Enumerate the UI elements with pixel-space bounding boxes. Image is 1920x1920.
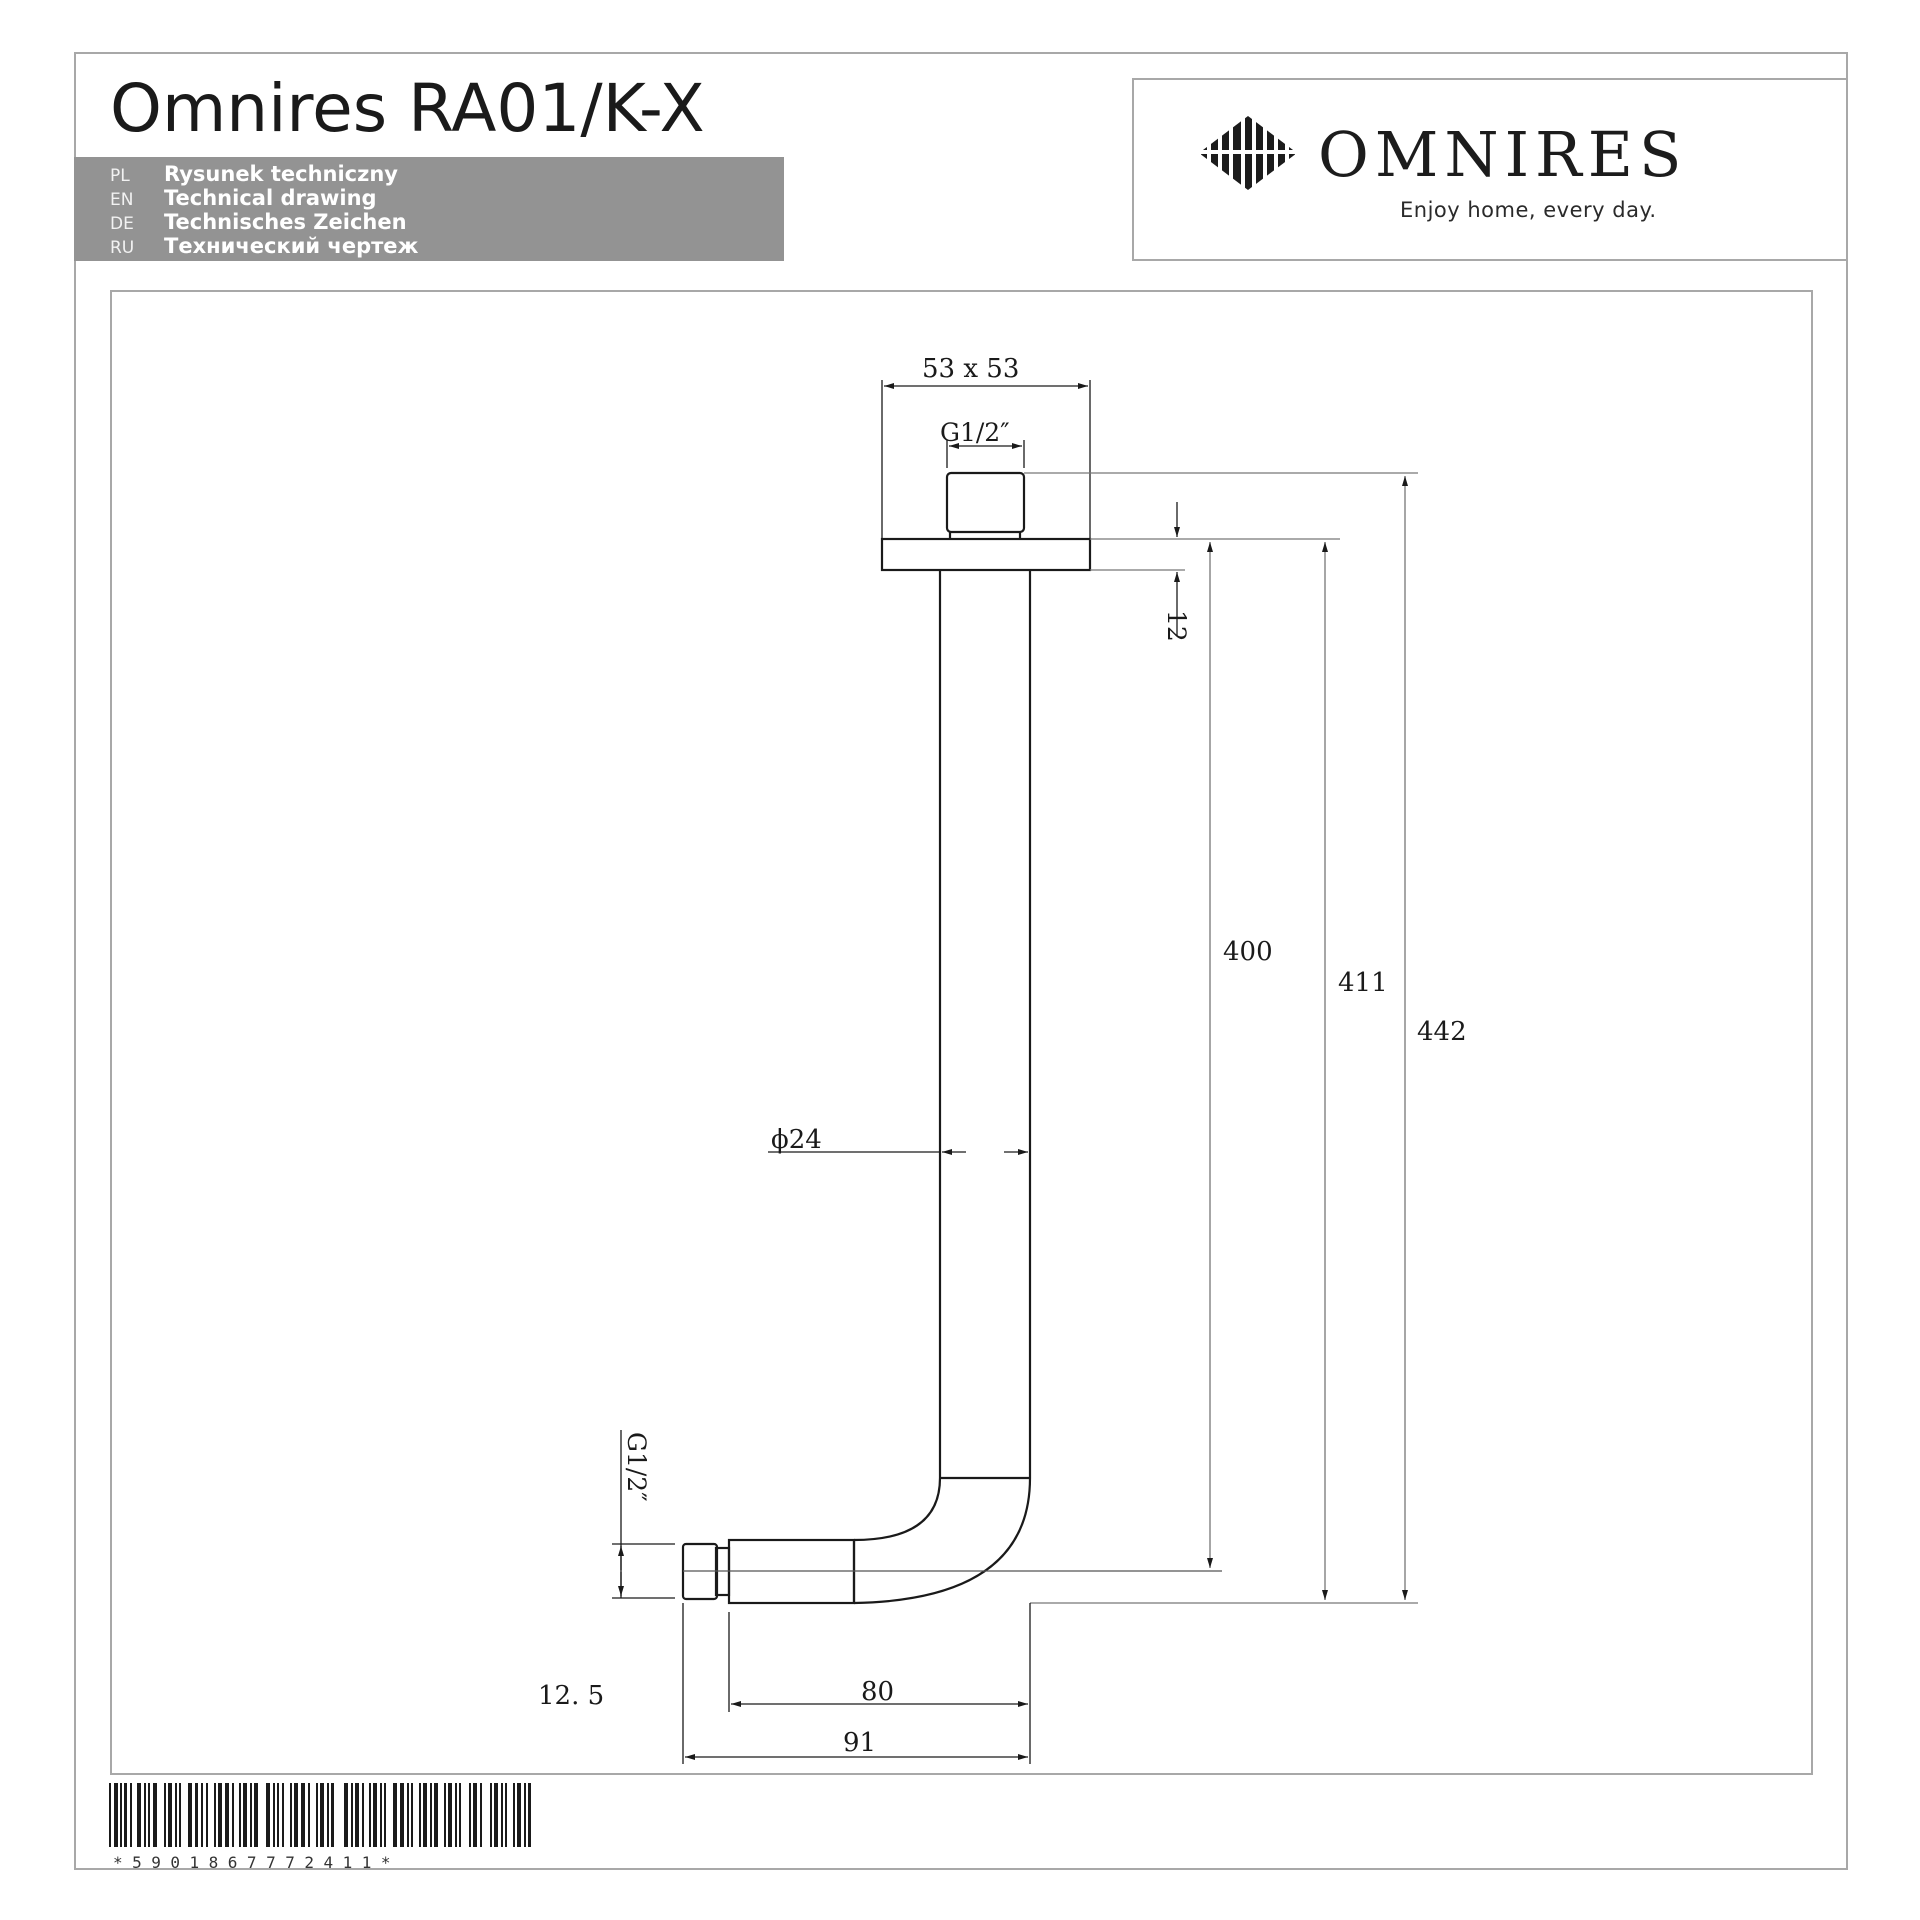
barcode-number: *5901867772411* — [113, 1853, 400, 1872]
lang-row-de: DE Technisches Zeichen — [110, 210, 407, 234]
lang-code: RU — [110, 238, 135, 258]
dim-flange-thickness: 12 — [1162, 610, 1191, 642]
page-title: Omnires RA01/K-X — [110, 70, 705, 147]
lang-code: PL — [110, 166, 130, 186]
sheet-border — [74, 52, 1848, 1870]
dim-length-442: 442 — [1417, 1017, 1467, 1047]
dim-reach-91: 91 — [843, 1728, 876, 1758]
dim-flange-size: 53 x 53 — [922, 354, 1019, 384]
dim-outlet-thread: G1/2″ — [622, 1432, 651, 1502]
language-subtitle-bar: PL Rysunek techniczny EN Technical drawing… — [74, 157, 784, 261]
omnires-diamond-logo-icon — [1199, 116, 1297, 190]
dim-length-411: 411 — [1338, 968, 1388, 998]
drawing-frame — [110, 290, 1813, 1775]
lang-code: EN — [110, 190, 134, 210]
lang-label: Technisches Zeichen — [164, 210, 407, 234]
lang-row-en: EN Technical drawing — [110, 186, 377, 210]
lang-label: Rysunek techniczny — [164, 162, 398, 186]
lang-label: Technical drawing — [164, 186, 377, 210]
shower-arm-pipe — [681, 570, 1032, 1605]
dim-length-400: 400 — [1223, 937, 1273, 967]
brand-logo-box — [1132, 78, 1848, 261]
brand-name: OMNIRES — [1318, 118, 1688, 191]
brand-tagline: Enjoy home, every day. — [1400, 198, 1657, 222]
lang-code: DE — [110, 214, 134, 234]
dim-pipe-diameter: ϕ24 — [771, 1125, 822, 1155]
dim-outlet-offset: 12. 5 — [538, 1681, 604, 1711]
dim-top-thread: G1/2″ — [940, 418, 1010, 447]
lang-label: Технический чертеж — [164, 234, 419, 258]
barcode — [109, 1783, 531, 1847]
flange-and-fitting — [880, 471, 1092, 572]
dim-reach-80: 80 — [861, 1677, 894, 1707]
lang-row-ru: RU Технический чертеж — [110, 234, 418, 258]
lang-row-pl: PL Rysunek techniczny — [110, 162, 398, 186]
